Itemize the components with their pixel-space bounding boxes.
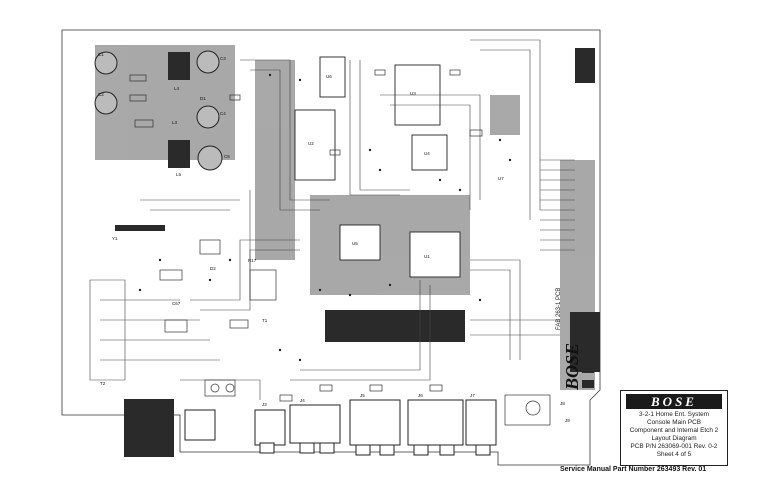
right-header bbox=[582, 320, 594, 388]
bottom-connectors bbox=[184, 399, 497, 456]
designator-j4: J4 bbox=[300, 398, 305, 403]
designator-l4: L4 bbox=[174, 86, 180, 91]
designator-labels: C1 C2 C3 C4 C5 L3 L4 L5 U1 U2 U3 U4 U5 U… bbox=[98, 52, 570, 423]
bose-logo: BOSE bbox=[626, 394, 722, 409]
designator-u5: U5 bbox=[352, 241, 358, 246]
component-blocks bbox=[115, 48, 600, 457]
designator-r17: R17 bbox=[248, 258, 257, 263]
vias bbox=[138, 73, 512, 362]
designator-j3: J3 bbox=[262, 402, 267, 407]
designator-c3: C3 bbox=[220, 56, 226, 61]
signal-traces bbox=[89, 39, 575, 400]
designator-u7: U7 bbox=[498, 176, 504, 181]
designator-t2: T2 bbox=[100, 381, 106, 386]
designator-j6: J6 bbox=[418, 393, 423, 398]
designator-c2: C2 bbox=[98, 92, 104, 97]
designator-j5: J5 bbox=[360, 393, 365, 398]
service-manual-part-number: Service Manual Part Number 263493 Rev. 0… bbox=[560, 466, 707, 473]
title-line-board: Console Main PCB bbox=[647, 419, 701, 426]
designator-l3: L3 bbox=[172, 120, 178, 125]
designator-y1: Y1 bbox=[112, 236, 118, 241]
title-line-product: 3-2-1 Home Ent. System bbox=[639, 411, 709, 418]
designator-u4: U4 bbox=[424, 151, 430, 156]
title-line-pcb-pn: PCB P/N 263069-001 Rev. 0-2 bbox=[630, 443, 718, 450]
designator-c67: C67 bbox=[172, 301, 181, 306]
designator-u6: U6 bbox=[326, 74, 332, 79]
designator-u1: U1 bbox=[424, 254, 430, 259]
designator-c5: C5 bbox=[224, 154, 230, 159]
designator-c1: C1 bbox=[98, 52, 104, 57]
designator-d2: D2 bbox=[210, 266, 216, 271]
silkscreen-part: FAB 263-1 PCB bbox=[556, 288, 562, 330]
designator-j9: J9 bbox=[565, 418, 570, 423]
passive-components bbox=[129, 69, 551, 426]
designator-c4: C4 bbox=[220, 111, 226, 116]
electrolytic-capacitors bbox=[94, 50, 223, 171]
silkscreen-brand: BOSE bbox=[562, 343, 582, 391]
designator-u2: U2 bbox=[308, 141, 314, 146]
designator-j8: J8 bbox=[560, 401, 565, 406]
title-line-layers: Component and Internal Etch 2 bbox=[629, 427, 719, 434]
designator-j7: J7 bbox=[470, 393, 475, 398]
title-line-sheet: Sheet 4 of 5 bbox=[656, 451, 692, 458]
title-line-type: Layout Diagram bbox=[651, 435, 697, 442]
designator-d1: D1 bbox=[200, 96, 206, 101]
title-block: BOSE 3-2-1 Home Ent. System Console Main… bbox=[620, 390, 728, 466]
designator-u3: U3 bbox=[410, 91, 416, 96]
designator-t1: T1 bbox=[262, 318, 268, 323]
designator-l5: L5 bbox=[176, 172, 182, 177]
ic-packages bbox=[294, 56, 461, 278]
